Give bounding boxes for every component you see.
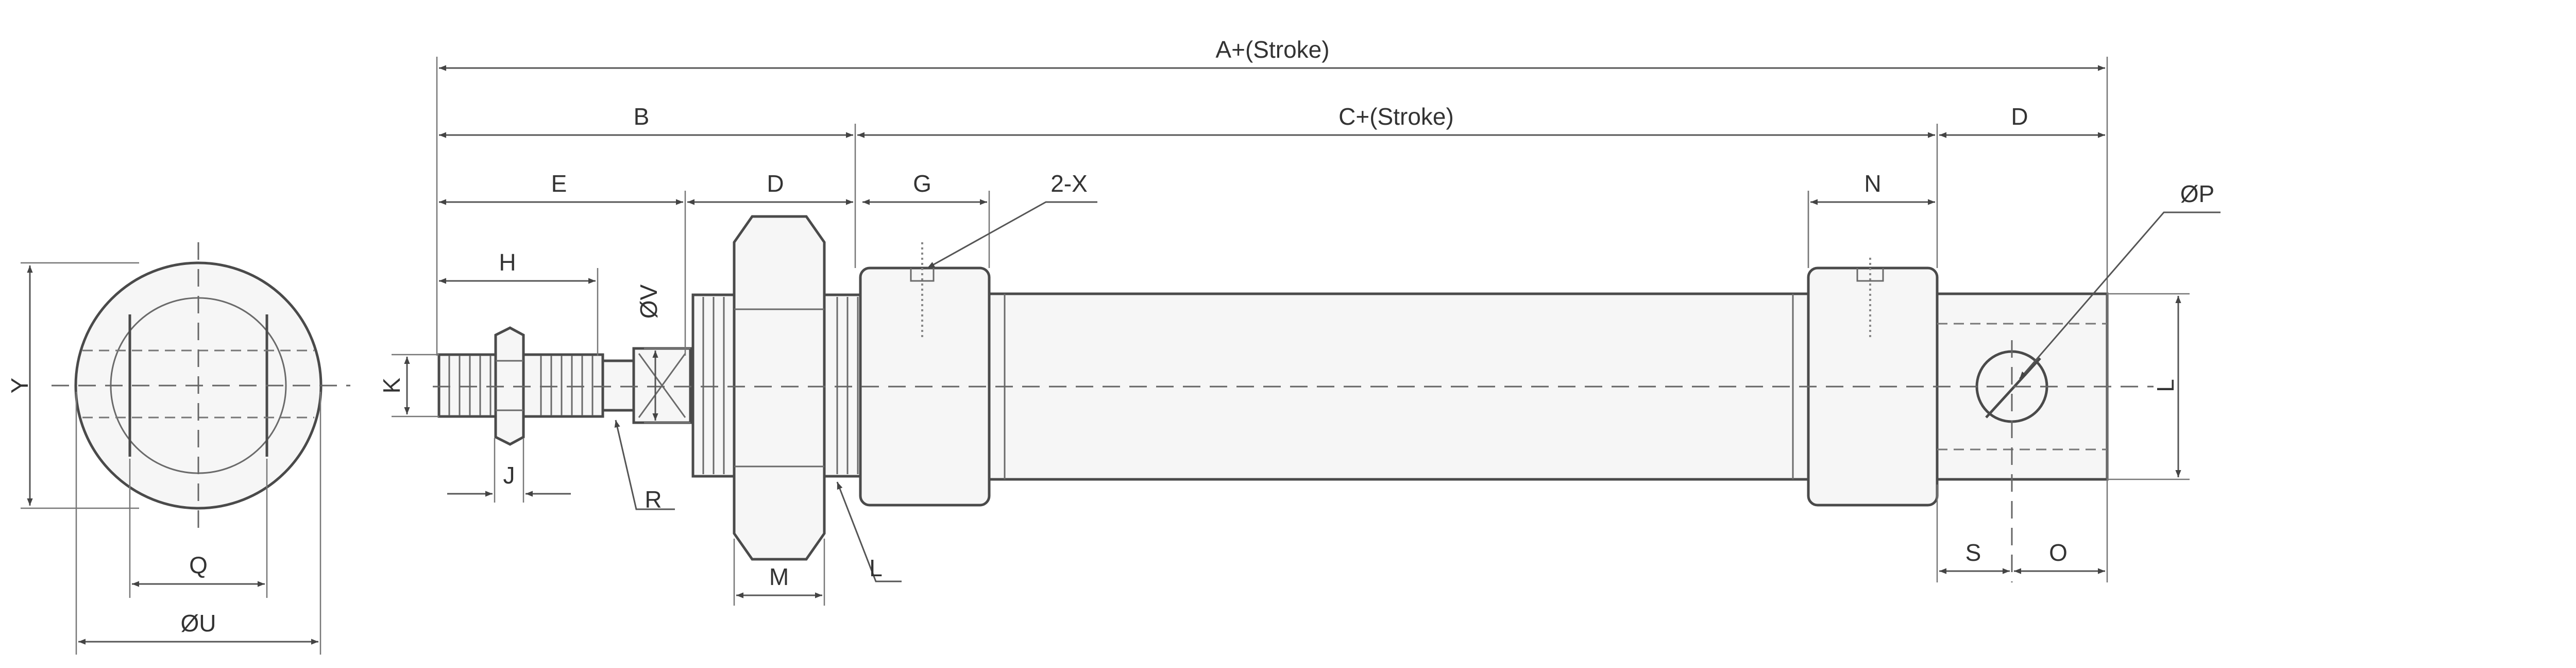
label-o: O bbox=[2049, 539, 2067, 566]
label-k: K bbox=[378, 377, 405, 393]
label-v: ØV bbox=[635, 284, 662, 319]
label-l-front: L bbox=[869, 555, 883, 581]
leader-x bbox=[927, 201, 1097, 269]
end-view: Y Q ØU bbox=[6, 242, 350, 655]
label-m: M bbox=[769, 563, 789, 590]
label-l-rear: L bbox=[2152, 379, 2179, 392]
label-g: G bbox=[913, 170, 931, 197]
label-d-rear: D bbox=[2011, 103, 2028, 130]
rear-port bbox=[1856, 268, 1884, 282]
lock-nut bbox=[494, 326, 525, 446]
label-y: Y bbox=[6, 378, 33, 394]
leader-p bbox=[2019, 211, 2221, 379]
label-q: Q bbox=[189, 552, 208, 578]
label-u: ØU bbox=[181, 610, 216, 637]
dimensions: A+(Stroke) B C+(Stroke) D E D G 2-X N ØP bbox=[378, 36, 2221, 606]
label-c: C+(Stroke) bbox=[1338, 103, 1454, 130]
label-x: 2-X bbox=[1050, 170, 1088, 197]
label-e: E bbox=[551, 170, 567, 197]
rod-neck bbox=[601, 359, 635, 412]
leader-l-front bbox=[836, 481, 902, 582]
label-d-front: D bbox=[767, 170, 784, 197]
label-p: ØP bbox=[2180, 180, 2214, 207]
mounting-nut bbox=[733, 215, 826, 561]
front-port bbox=[910, 268, 935, 282]
label-h: H bbox=[499, 249, 516, 276]
label-b: B bbox=[634, 103, 650, 130]
leader-r bbox=[614, 420, 675, 510]
label-n: N bbox=[1864, 170, 1881, 197]
label-s: S bbox=[1965, 539, 1981, 566]
label-j: J bbox=[503, 462, 515, 489]
label-r: R bbox=[645, 486, 662, 513]
label-a: A+(Stroke) bbox=[1215, 36, 1329, 63]
side-view bbox=[433, 215, 2154, 582]
